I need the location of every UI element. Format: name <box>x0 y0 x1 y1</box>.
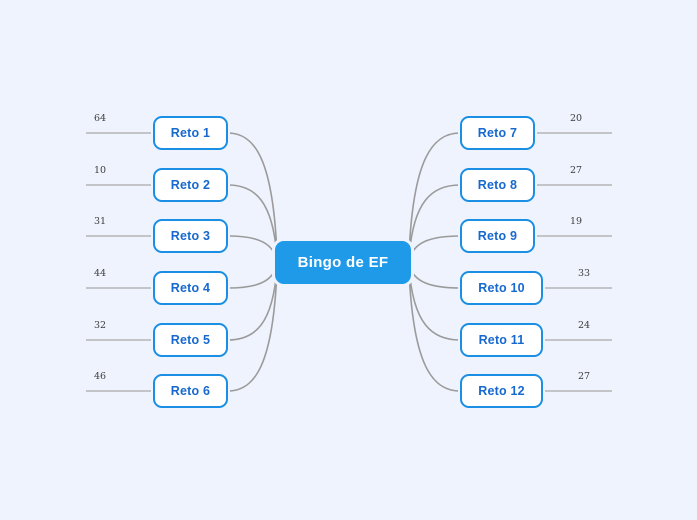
branch-node[interactable]: Reto 1 <box>153 116 228 150</box>
branch-node-label: Reto 6 <box>170 384 211 398</box>
branch-count-label: 44 <box>94 268 107 279</box>
branch-count-label: 32 <box>94 320 107 331</box>
branch-node-label: Reto 1 <box>170 126 211 140</box>
branch-node[interactable]: Reto 10 <box>460 271 543 305</box>
branch-count-label: 10 <box>94 165 107 176</box>
branch-connector <box>227 266 278 341</box>
branch-node[interactable]: Reto 2 <box>153 168 228 202</box>
branch-node-label: Reto 4 <box>170 281 211 295</box>
branch-connector <box>408 266 461 341</box>
branch-count-label: 20 <box>570 113 583 124</box>
branch-node[interactable]: Reto 11 <box>460 323 543 357</box>
branch-connector <box>408 263 461 289</box>
central-node-label: Bingo de EF <box>297 254 389 271</box>
branch-connector <box>227 235 278 262</box>
branch-node-label: Reto 10 <box>478 281 525 295</box>
branch-connector <box>227 184 278 259</box>
branch-node[interactable]: Reto 6 <box>153 374 228 408</box>
branch-node-label: Reto 12 <box>478 384 525 398</box>
branch-connector <box>408 269 461 392</box>
branch-count-label: 33 <box>578 268 591 279</box>
branch-count-label: 27 <box>570 165 583 176</box>
branch-connector <box>227 269 278 392</box>
branch-node-label: Reto 2 <box>170 178 211 192</box>
branch-count-label: 64 <box>94 113 107 124</box>
branch-count-label: 24 <box>578 320 591 331</box>
branch-node-label: Reto 7 <box>477 126 518 140</box>
branch-count-label: 27 <box>578 371 591 382</box>
branch-node[interactable]: Reto 5 <box>153 323 228 357</box>
central-node[interactable]: Bingo de EF <box>275 241 411 284</box>
branch-node-label: Reto 8 <box>477 178 518 192</box>
branch-connector <box>227 132 278 256</box>
branch-connector <box>227 263 278 289</box>
branch-node[interactable]: Reto 8 <box>460 168 535 202</box>
branch-node[interactable]: Reto 3 <box>153 219 228 253</box>
branch-node-label: Reto 11 <box>478 333 525 347</box>
branch-node-label: Reto 9 <box>477 229 518 243</box>
branch-node-label: Reto 5 <box>170 333 211 347</box>
branch-count-label: 46 <box>94 371 107 382</box>
branch-connector <box>408 184 461 259</box>
branch-node[interactable]: Reto 12 <box>460 374 543 408</box>
branch-node[interactable]: Reto 4 <box>153 271 228 305</box>
branch-node-label: Reto 3 <box>170 229 211 243</box>
branch-node[interactable]: Reto 7 <box>460 116 535 150</box>
branch-connector <box>408 235 461 262</box>
branch-node[interactable]: Reto 9 <box>460 219 535 253</box>
branch-count-label: 31 <box>94 216 107 227</box>
branch-count-label: 19 <box>570 216 583 227</box>
branch-connector <box>408 132 461 256</box>
